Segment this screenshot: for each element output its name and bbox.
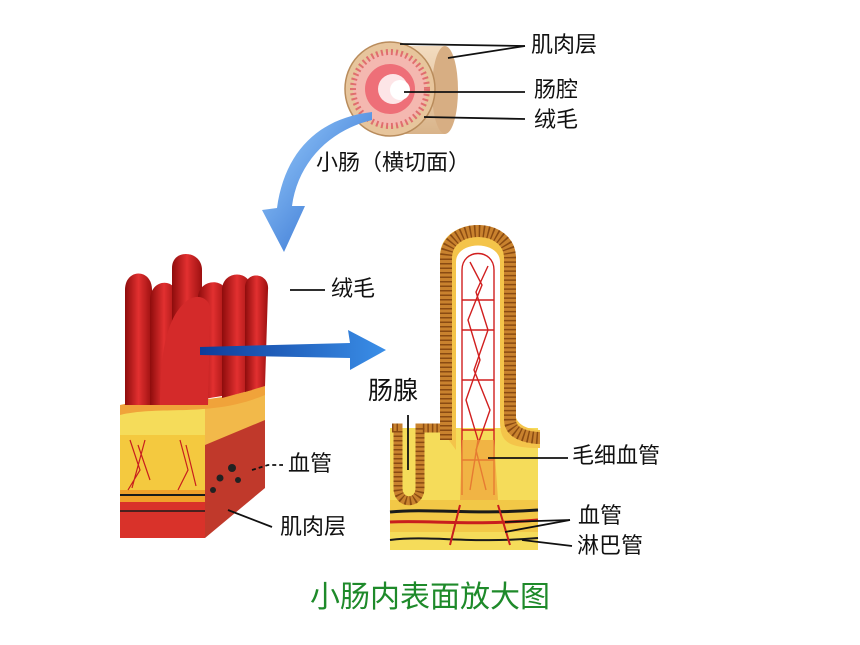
label-muscle-layer-top: 肌肉层 [531,35,597,57]
label-intestinal-gland: 肠腺 [368,378,418,403]
zoom-arrow-curved [262,112,372,252]
villi-block [120,254,268,538]
label-muscle-layer-left: 肌肉层 [280,517,346,539]
label-capillary: 毛细血管 [572,446,660,468]
label-blood-vessel-right: 血管 [578,506,622,528]
label-lumen: 肠腔 [534,80,578,102]
label-cross-section-caption: 小肠（横切面） [316,153,470,175]
label-villi-top: 绒毛 [534,110,578,132]
label-blood-vessel-left: 血管 [288,454,332,476]
label-lymph-vessel: 淋巴管 [577,536,643,558]
label-villi-left: 绒毛 [331,279,375,301]
figure-title: 小肠内表面放大图 [0,583,860,613]
